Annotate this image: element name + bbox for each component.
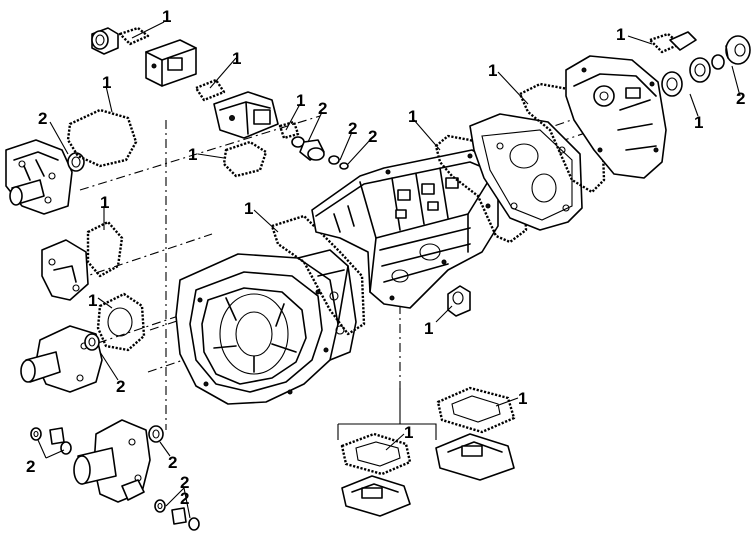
callout-gasket: 1 bbox=[296, 91, 305, 110]
lower-gasket-left-inner bbox=[355, 441, 401, 467]
callout-gasket: 1 bbox=[244, 199, 253, 218]
rear-output-cap bbox=[725, 35, 751, 65]
pto-gasket-mid bbox=[194, 78, 226, 102]
leader-lines bbox=[37, 21, 741, 519]
intermediate-gasket bbox=[434, 134, 528, 244]
bushings-bottom bbox=[154, 499, 200, 531]
lower-cover-right bbox=[435, 433, 515, 481]
pto-gasket-small bbox=[118, 26, 150, 46]
callout-oil-seal: 2 bbox=[180, 473, 189, 492]
rear-output-gasket-plate bbox=[648, 31, 697, 54]
lower-cover-left bbox=[341, 475, 411, 517]
rear-output-seal bbox=[661, 71, 683, 97]
lower-gasket-right-inner bbox=[451, 395, 501, 423]
callout-oil-seal: 2 bbox=[348, 119, 357, 138]
rear-output-bearing bbox=[689, 54, 725, 83]
clutch-housing bbox=[175, 249, 357, 405]
callout-oil-seal: 2 bbox=[318, 99, 327, 118]
main-gear-case bbox=[311, 149, 499, 309]
callout-gasket: 1 bbox=[188, 145, 197, 164]
bushings-left bbox=[30, 427, 72, 455]
rear-plate-gasket bbox=[518, 82, 606, 194]
front-cover-seal bbox=[148, 425, 164, 443]
callout-gasket: 1 bbox=[102, 73, 111, 92]
callout-gasket: 1 bbox=[616, 25, 625, 44]
intermediate-plate bbox=[469, 113, 583, 231]
callout-labels: 1 1 1 2 2 2 1 2 1 1 1 1 2 2 2 2 2 1 1 1 … bbox=[26, 7, 745, 508]
callout-gasket: 1 bbox=[694, 113, 703, 132]
callout-gasket: 1 bbox=[424, 319, 433, 338]
pto-shaft-parts bbox=[291, 136, 349, 170]
callout-gasket: 1 bbox=[518, 389, 527, 408]
callout-oil-seal: 2 bbox=[736, 89, 745, 108]
pto-fitting bbox=[91, 27, 119, 55]
lower-gasket-right bbox=[436, 386, 516, 434]
pto-small-parts bbox=[91, 26, 349, 178]
callout-gasket: 1 bbox=[408, 107, 417, 126]
rear-cover-seal bbox=[67, 152, 85, 172]
pto-side-gasket bbox=[222, 140, 268, 178]
input-seal bbox=[84, 333, 100, 351]
front-shaft-cover bbox=[73, 419, 151, 503]
side-cover-upper bbox=[41, 239, 89, 301]
rear-cover-gasket bbox=[66, 108, 138, 168]
pto-housing-block bbox=[145, 39, 197, 87]
callout-gasket: 1 bbox=[232, 49, 241, 68]
callout-gasket: 1 bbox=[488, 61, 497, 80]
callout-oil-seal: 2 bbox=[38, 109, 47, 128]
callout-gasket: 1 bbox=[404, 423, 413, 442]
case-bearing bbox=[447, 285, 471, 317]
callout-oil-seal: 2 bbox=[26, 457, 35, 476]
rear-cover-left bbox=[5, 139, 73, 215]
callout-oil-seal: 2 bbox=[168, 453, 177, 472]
pto-body bbox=[213, 91, 279, 139]
input-flange-gasket bbox=[96, 292, 146, 352]
callout-gasket: 1 bbox=[162, 7, 171, 26]
callout-gasket: 1 bbox=[88, 291, 97, 310]
callout-oil-seal: 2 bbox=[180, 489, 189, 508]
callout-oil-seal: 2 bbox=[368, 127, 377, 146]
callout-gasket: 1 bbox=[100, 193, 109, 212]
bottom-bracket bbox=[337, 388, 437, 440]
lower-gasket-left bbox=[340, 432, 412, 476]
side-cover-upper-gasket bbox=[86, 220, 124, 278]
rear-housing bbox=[565, 55, 667, 179]
callout-oil-seal: 2 bbox=[116, 377, 125, 396]
